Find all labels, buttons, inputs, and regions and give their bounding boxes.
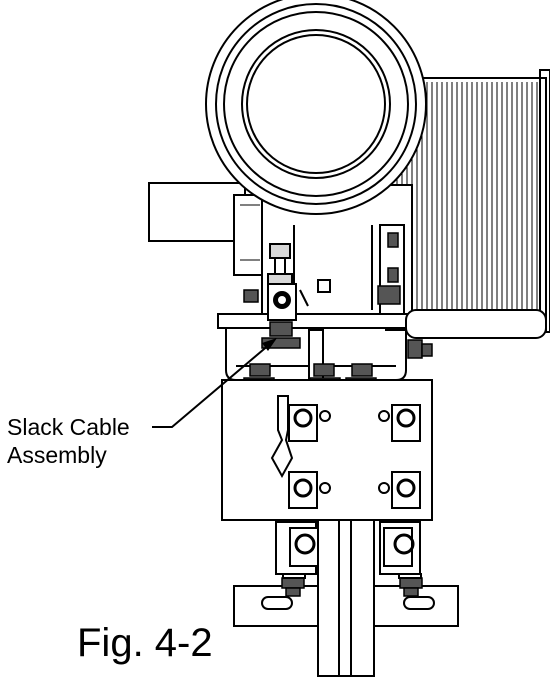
callout-leader: [152, 338, 277, 428]
callout-line-1: Slack Cable: [7, 414, 130, 440]
guide-blocks: [275, 521, 421, 575]
side-box: [148, 182, 265, 276]
mounting-plate: [217, 309, 547, 381]
figure-caption: Fig. 4-2: [77, 621, 213, 665]
callout-line-2: Assembly: [7, 442, 107, 468]
slack-cable-callout: Slack Cable Assembly: [7, 413, 130, 469]
slack-cable-switch: [243, 243, 309, 349]
motor-cover: [205, 0, 427, 215]
roller-bracket: [221, 379, 433, 521]
base-flange: [233, 573, 459, 627]
